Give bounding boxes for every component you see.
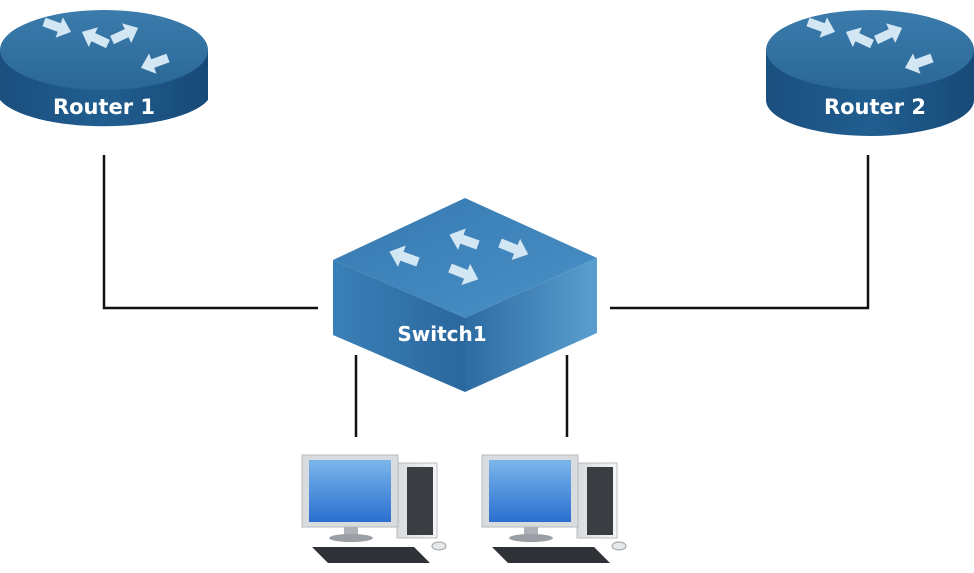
- pc-1[interactable]: [301, 454, 447, 563]
- pc-stand-base: [329, 534, 373, 542]
- router-2[interactable]: Router 2: [766, 10, 974, 136]
- pc-stand: [524, 527, 538, 535]
- link-router1-switch1: [102, 155, 318, 310]
- keyboard-icon: [492, 547, 610, 563]
- pc-tower-front: [587, 467, 613, 535]
- switch-1-label: Switch1: [397, 322, 486, 346]
- mouse-icon: [431, 541, 447, 551]
- mouse-icon: [611, 541, 627, 551]
- link-router2-switch1: [610, 155, 870, 310]
- switch-1-left-face: [333, 260, 465, 392]
- pc-tower-front: [407, 467, 433, 535]
- pc-2[interactable]: [481, 454, 627, 563]
- keyboard-icon: [312, 547, 430, 563]
- router-1-top: [0, 10, 208, 90]
- router-2-top: [766, 10, 974, 90]
- pc-stand-base: [509, 534, 553, 542]
- pc-stand: [344, 527, 358, 535]
- switch-1-right-face: [465, 258, 597, 392]
- pc-screen: [489, 460, 571, 522]
- pc-screen: [309, 460, 391, 522]
- router-2-label: Router 2: [824, 95, 926, 119]
- router-1[interactable]: Router 1: [0, 10, 208, 127]
- router-1-label: Router 1: [53, 95, 155, 119]
- switch-1[interactable]: Switch1: [333, 198, 597, 392]
